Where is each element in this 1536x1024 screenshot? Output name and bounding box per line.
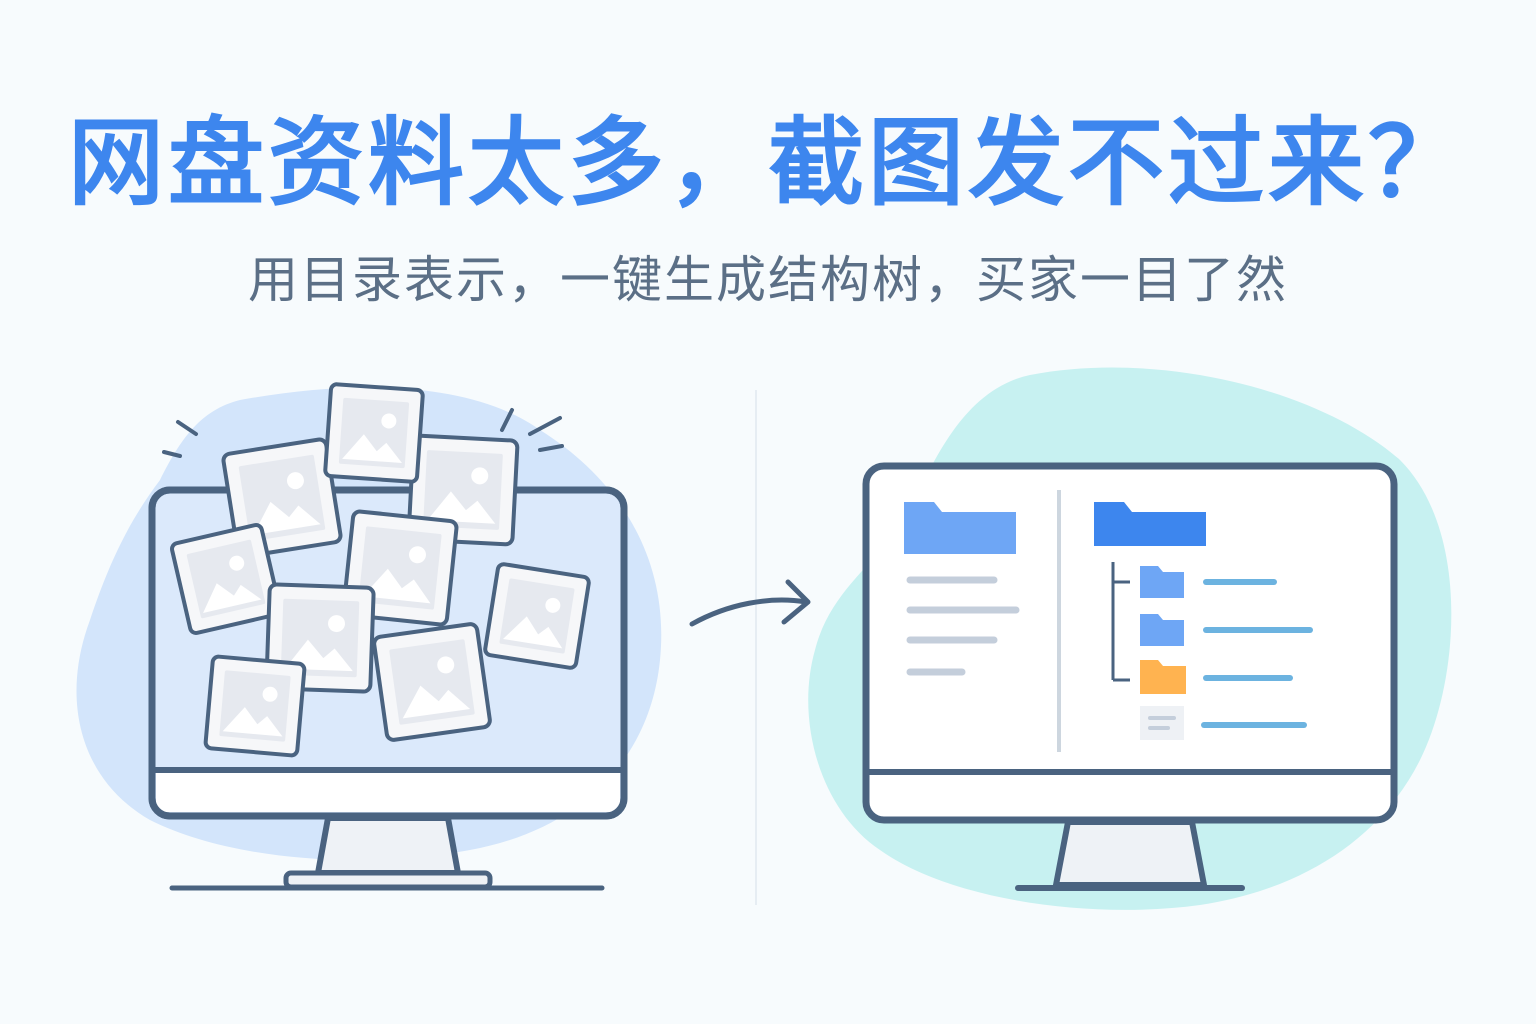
photo-icon [203, 654, 307, 758]
tree-label-placeholder [1201, 579, 1313, 728]
photo-icon [371, 621, 493, 743]
spark-lines [162, 408, 564, 458]
arrow-right-icon [689, 579, 811, 627]
tree-connector [1111, 562, 1130, 682]
file-list-placeholder [906, 576, 1020, 676]
folder-icon [1140, 660, 1186, 694]
photo-icon [482, 561, 592, 671]
folder-icon [1140, 566, 1184, 598]
folder-icon [904, 502, 1016, 554]
folder-icon [1094, 502, 1206, 546]
document-icon [1140, 706, 1184, 740]
page-title: 网盘资料太多，截图发不过来？ [68, 107, 1468, 219]
page-subtitle: 用目录表示，一键生成结构树，买家一目了然 [248, 251, 1288, 309]
folder-icon [1140, 614, 1184, 646]
right-monitor [862, 462, 1398, 891]
photo-icon [168, 521, 284, 637]
photo-icon [322, 381, 426, 485]
